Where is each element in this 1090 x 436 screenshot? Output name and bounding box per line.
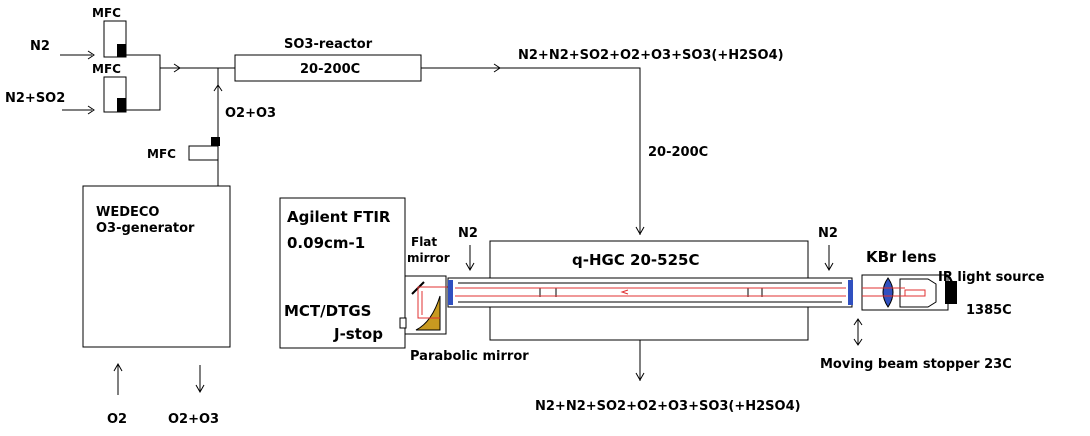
ftir-stop: J-stop <box>333 325 383 343</box>
ftir-name: Agilent FTIR <box>287 208 391 226</box>
ozone-generator-box <box>82 185 231 348</box>
parabolic-mirror <box>415 295 441 331</box>
ir-source-label: IR light source <box>938 270 1045 285</box>
o2-inlet-arrow <box>113 362 123 372</box>
cell-outlet-gas-label: N2+N2+SO2+O2+O3+SO3(+H2SO4) <box>535 399 801 414</box>
o2-o3-outlet-arrow <box>195 384 205 394</box>
source-beam <box>862 287 905 297</box>
mfc-middle-valve <box>117 98 126 112</box>
n2-inlet-arrow <box>87 50 95 60</box>
reactor-outlet-arrow <box>493 63 501 73</box>
purge-left-label: N2 <box>458 226 478 241</box>
reactor-outlet-line <box>421 67 641 235</box>
cell-title: q-HGC 20-525C <box>572 251 699 269</box>
ftir-box <box>279 197 406 349</box>
kbr-lens <box>882 277 894 308</box>
ftir-spectrometer: Agilent FTIR 0.09cm-1 MCT/DTGS J-stop <box>279 197 406 349</box>
mfc-ozone-valve <box>211 137 220 146</box>
ozone-generator-type: O3-generator <box>96 221 195 236</box>
n2-so2-inlet-arrow <box>87 105 95 115</box>
transfer-line-temperature: 20-200C <box>648 145 708 160</box>
gas-inlet-section: N2 N2+SO2 MFC MFC <box>5 6 235 115</box>
ir-source-assembly: KBr lens IR light source 1385C Moving be… <box>820 248 1045 372</box>
ozone-up-arrow <box>213 84 223 92</box>
purge-right-arrow <box>824 262 834 272</box>
flat-mirror-label-2: mirror <box>407 251 450 265</box>
ftir-detector: MCT/DTGS <box>284 302 371 320</box>
to-reactor-arrow <box>173 63 181 73</box>
beam-stopper-arrows <box>853 318 863 346</box>
flat-mirror-label-1: Flat <box>411 235 437 249</box>
lamp-reflector <box>899 278 937 308</box>
reactor-title: SO3-reactor <box>284 37 373 52</box>
mfc-top-valve <box>117 44 126 57</box>
ozone-generator: WEDECO O3-generator O2 O2+O3 <box>82 185 231 427</box>
beam-stopper-label: Moving beam stopper 23C <box>820 357 1012 372</box>
cell-tube <box>447 277 853 308</box>
lamp-socket <box>945 281 957 304</box>
o2-o3-feed-label: O2+O3 <box>225 106 276 121</box>
reactor-box <box>234 54 422 82</box>
ozone-line-section: O2+O3 MFC <box>147 68 276 186</box>
purge-right-label: N2 <box>818 226 838 241</box>
cell-window-right <box>848 280 853 305</box>
mfc-top-label: MFC <box>92 6 121 20</box>
o2-inlet-label: O2 <box>107 412 127 427</box>
reactor-temperature: 20-200C <box>300 62 360 77</box>
mirror-beam-path <box>417 286 452 319</box>
mfc-merge-line <box>126 54 161 111</box>
hgc-cell: q-HGC 20-525C N2 N2 N2+N2+SO2+O2+O3+SO3(… <box>447 226 853 414</box>
mfc-middle-label: MFC <box>92 62 121 76</box>
mirror-assembly: Flat mirror Parabolic mirror <box>399 235 529 364</box>
cell-outlet-arrow <box>635 372 645 382</box>
reactor-outlet-gas-label: N2+N2+SO2+O2+O3+SO3(+H2SO4) <box>518 48 784 63</box>
n2-so2-inlet-label: N2+SO2 <box>5 91 65 106</box>
ir-source-temperature: 1385C <box>966 303 1012 318</box>
cell-inlet-arrow <box>635 226 645 236</box>
purge-left-arrow <box>465 262 475 272</box>
cell-segments <box>539 288 763 297</box>
cell-window-left <box>448 280 453 305</box>
ftir-resolution: 0.09cm-1 <box>287 234 365 252</box>
parabolic-mirror-label: Parabolic mirror <box>410 349 529 364</box>
kbr-lens-label: KBr lens <box>866 248 937 266</box>
n2-inlet-label: N2 <box>30 39 50 54</box>
beam-direction-arrow <box>620 289 629 295</box>
o2-o3-outlet-label: O2+O3 <box>168 412 219 427</box>
ozone-generator-name: WEDECO <box>96 205 159 220</box>
lamp-filament <box>904 289 926 297</box>
so3-reactor: SO3-reactor 20-200C N2+N2+SO2+O2+O3+SO3(… <box>234 37 784 236</box>
mfc-ozone-label: MFC <box>147 147 176 161</box>
j-stop-aperture <box>399 317 407 329</box>
mfc-ozone-box <box>188 145 219 161</box>
